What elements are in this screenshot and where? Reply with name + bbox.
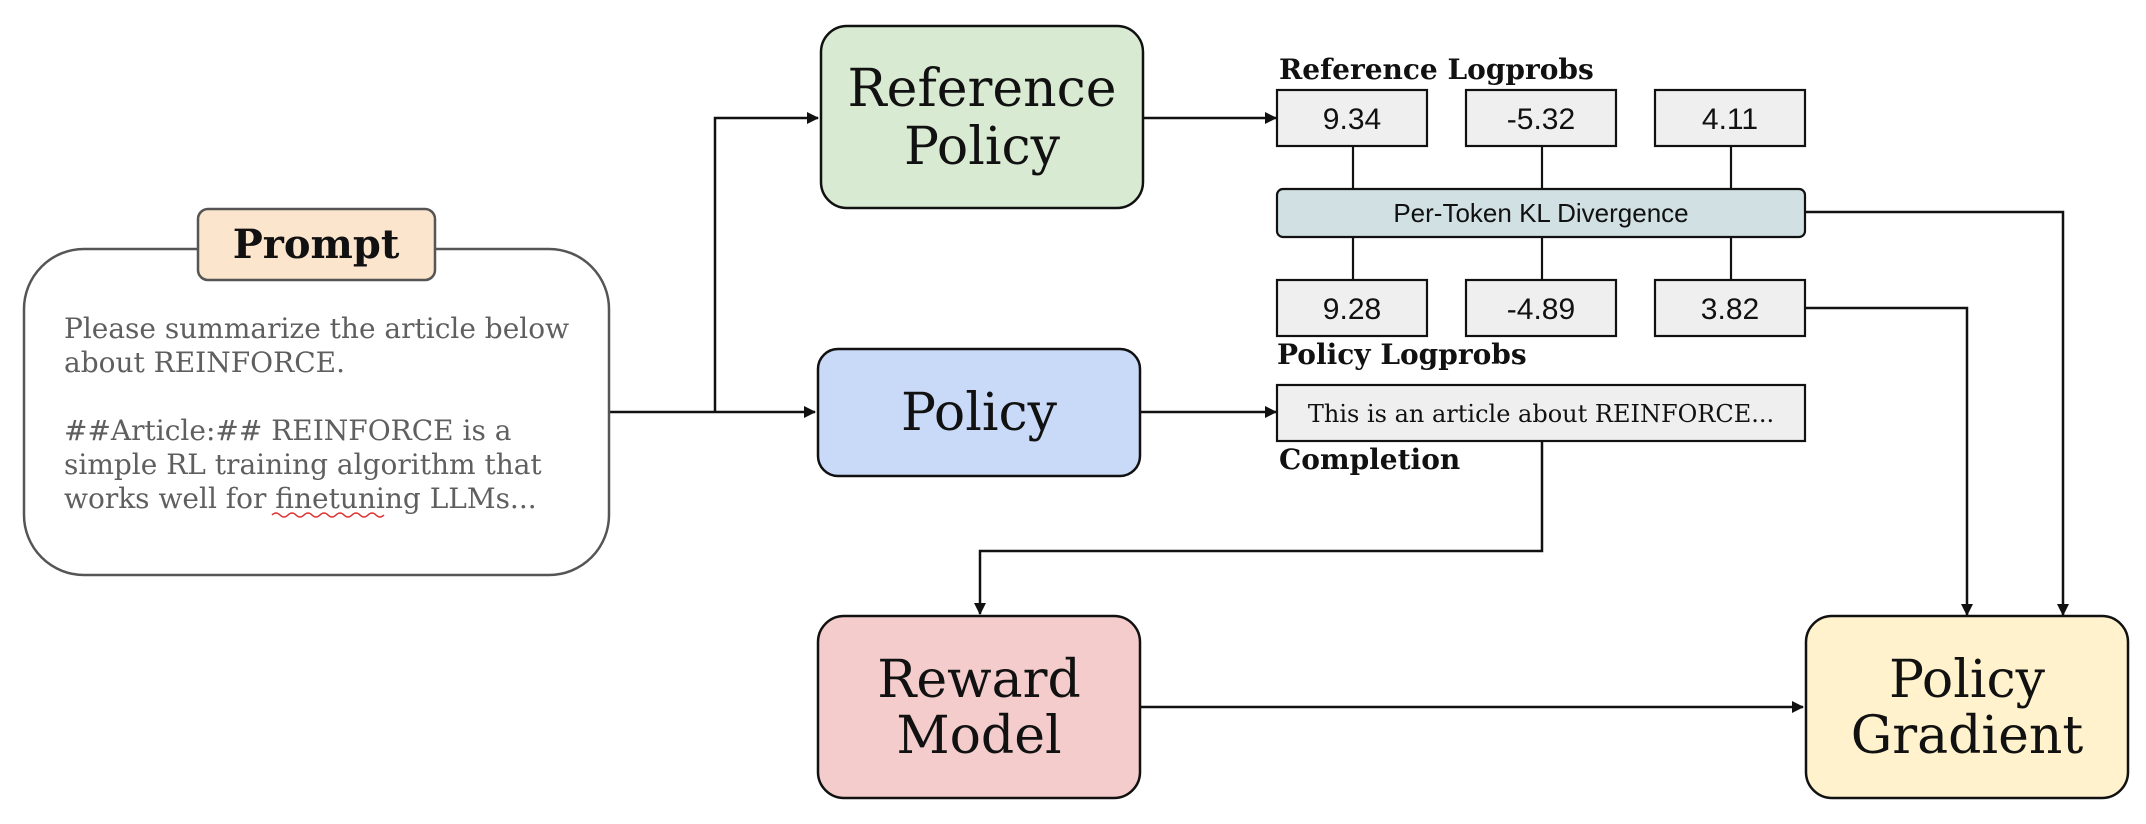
completion-text: This is an article about REINFORCE...: [1308, 400, 1774, 428]
reference-logprob-box: [1464, 88, 1618, 148]
prompt-card: Prompt Please summarize the article belo…: [22, 207, 611, 577]
reference-logprob-value: 9.34: [1323, 103, 1381, 136]
policy-node: Policy: [816, 347, 1142, 478]
prompt-line: about REINFORCE.: [64, 346, 345, 379]
reference-logprob-box: [1653, 88, 1807, 148]
reference-logprobs-label: Reference Logprobs: [1279, 53, 1594, 86]
policy-logprob-value: 3.82: [1701, 293, 1759, 326]
reference-policy-title: Policy: [904, 117, 1061, 177]
kl-divergence-bar: [1275, 187, 1807, 239]
policy-logprob-value: -4.89: [1507, 293, 1575, 326]
policy-logprobs-label: Policy Logprobs: [1277, 338, 1527, 371]
prompt-line: Please summarize the article below: [64, 312, 569, 345]
prompt-label: Prompt: [233, 221, 400, 268]
policy-box: [816, 347, 1142, 478]
prompt-tag: [196, 207, 437, 282]
policy-logprobs: 9.28 -4.89 3.82 Policy Logprobs: [1275, 278, 1807, 371]
prompt-line: ##Article:## REINFORCE is a: [64, 414, 511, 447]
reference-logprob-box: [1275, 88, 1429, 148]
reference-logprobs: Reference Logprobs 9.34 -5.32 4.11: [1275, 53, 1807, 148]
reward-model-node: Reward Model: [816, 614, 1142, 800]
prompt-line: simple RL training algorithm that: [64, 448, 542, 481]
policy-gradient-node: Policy Gradient: [1804, 614, 2130, 800]
policy-logprob-box: [1464, 278, 1618, 338]
edge-prompt-to-reference-policy: [713, 112, 819, 412]
policy-logprob-box: [1275, 278, 1429, 338]
edge-completion-to-reward-model: [974, 441, 1544, 615]
completion: This is an article about REINFORCE... Co…: [1275, 383, 1807, 476]
reference-logprob-value: -5.32: [1507, 103, 1575, 136]
completion-label: Completion: [1279, 443, 1460, 476]
policy-logprob-box: [1653, 278, 1807, 338]
policy-gradient-title: Gradient: [1851, 706, 2084, 766]
edge-policy-logprobs-to-policy-gradient: [1805, 306, 1973, 616]
reference-policy-box: [819, 24, 1145, 210]
spellcheck-underline: [271, 512, 385, 518]
reward-model-title: Reward: [877, 650, 1081, 710]
completion-box: [1275, 383, 1807, 443]
reference-policy-node: Reference Policy: [819, 24, 1145, 210]
edge-kl-to-policy-gradient: [1805, 210, 2069, 616]
prompt-line: works well for finetuning LLMs...: [64, 482, 537, 515]
policy-gradient-box: [1804, 614, 2130, 800]
policy-title: Policy: [901, 383, 1058, 443]
policy-gradient-title: Policy: [1889, 650, 2046, 710]
reference-logprob-value: 4.11: [1702, 103, 1758, 136]
policy-logprob-value: 9.28: [1323, 293, 1381, 326]
kl-divergence: Per-Token KL Divergence: [1275, 187, 1807, 239]
reward-model-title: Model: [896, 706, 1061, 766]
edges: [610, 112, 2069, 713]
reference-policy-title: Reference: [848, 59, 1117, 119]
reward-model-box: [816, 614, 1142, 800]
kl-divergence-label: Per-Token KL Divergence: [1393, 198, 1688, 228]
prompt-card-border: [22, 247, 611, 577]
